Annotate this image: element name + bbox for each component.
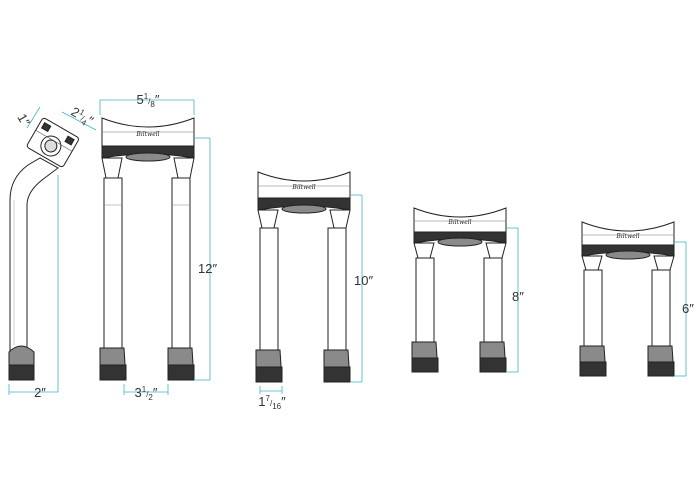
height-8in-label: 8″ xyxy=(512,289,524,304)
riser-8in: Biltwell xyxy=(411,207,507,373)
riser-10in: Biltwell xyxy=(255,171,351,383)
height-10in-label: 10″ xyxy=(354,273,373,288)
riser-side-view xyxy=(8,117,79,381)
tube-diameter-label: 17/16″ xyxy=(258,394,286,411)
brand-logo-engraving: Biltwell xyxy=(615,233,639,240)
clamp-diameter-label: 1″ xyxy=(14,111,33,129)
height-6in-label: 6″ xyxy=(682,301,694,316)
brand-logo-engraving: Biltwell xyxy=(447,219,471,226)
base-width-label: 2″ xyxy=(34,385,46,400)
brand-logo-engraving: Biltwell xyxy=(291,184,315,191)
height-12in-label: 12″ xyxy=(198,261,217,276)
riser-6in: Biltwell xyxy=(579,221,675,377)
base-spacing-label: 31/2″ xyxy=(135,385,158,402)
brand-logo-engraving: Biltwell xyxy=(135,131,159,138)
clamp-width-label: 21/4″ xyxy=(68,104,97,130)
top-width-label: 51/8″ xyxy=(137,92,160,109)
riser-12in: Biltwell xyxy=(99,117,195,381)
